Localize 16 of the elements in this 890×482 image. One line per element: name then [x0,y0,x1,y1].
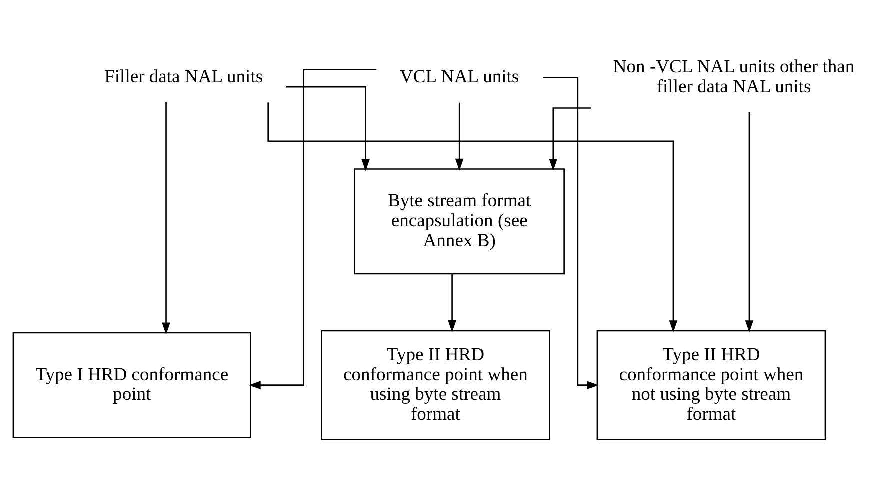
arrow [543,76,600,390]
node-text: VCL NAL units [400,66,520,88]
arrow [286,86,370,171]
node-box: Byte stream format encapsulation (see Annex B) [354,168,565,274]
arrow [248,68,377,390]
node-text: Non -VCL NAL units other than filler data NAL units [613,56,855,98]
node-text: Filler data NAL units [104,66,264,88]
arrow [745,112,754,332]
arrow [448,274,456,332]
arrow [268,102,678,332]
node-box: Type I HRD conformance point [12,332,252,438]
node-box: Type II HRD conformance point when not using byte stream format [596,330,826,440]
arrow [549,107,592,170]
node-box: Type II HRD conformance point when using byte stream format [321,330,550,440]
arrow [162,102,170,334]
arrow [455,102,464,170]
